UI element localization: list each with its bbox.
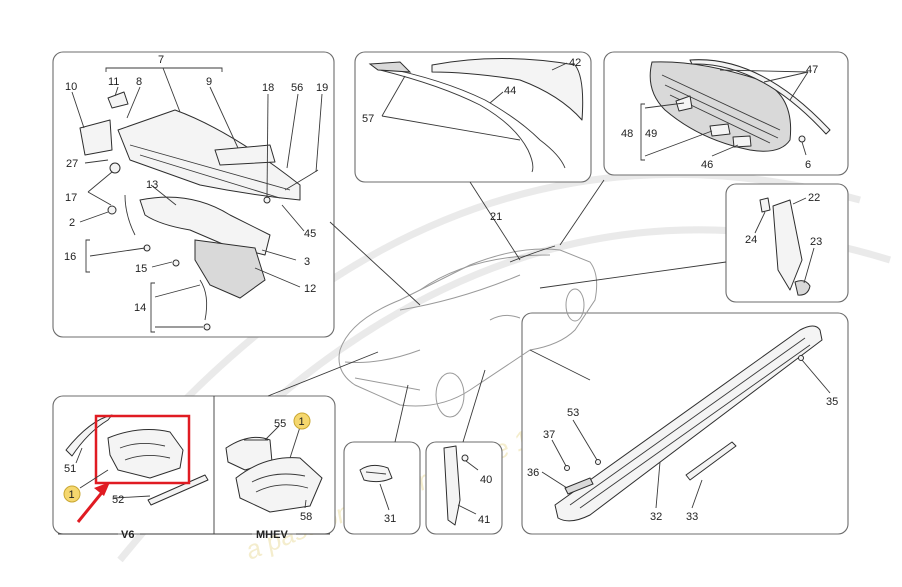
label-10: 10	[65, 81, 77, 93]
engine-cover-labels: 51 52 55 58	[64, 418, 312, 523]
label-48: 48	[621, 128, 633, 140]
badge-mhev: 1	[293, 412, 311, 430]
label-19: 19	[316, 82, 328, 94]
side-skirt-leaders	[541, 359, 831, 509]
label-46: 46	[701, 159, 713, 171]
label-27: 27	[66, 158, 78, 170]
label-23: 23	[810, 236, 822, 248]
label-16: 16	[64, 251, 76, 263]
label-12: 12	[304, 283, 316, 295]
engine-cover-mhev-parts	[225, 436, 323, 513]
panel-cowl	[52, 51, 335, 338]
car-leaders	[267, 179, 727, 443]
cowl-leaders	[71, 67, 323, 333]
label-11: 11	[108, 76, 119, 88]
label-3: 3	[304, 256, 310, 268]
label-15: 15	[135, 263, 147, 275]
badge-v6: 1	[63, 485, 81, 503]
label-49: 49	[645, 128, 657, 140]
label-7: 7	[158, 54, 164, 66]
trim-pillar-labels: 22 24 23	[745, 192, 822, 248]
label-6: 6	[805, 159, 811, 171]
label-13: 13	[146, 179, 158, 191]
panel-part-31	[343, 441, 421, 535]
label-56: 56	[291, 82, 303, 94]
label-8: 8	[136, 76, 142, 88]
part-31: 31	[359, 464, 396, 525]
trim-pillar-leaders	[754, 197, 815, 284]
spoiler-parts	[368, 58, 584, 173]
label-55: 55	[274, 418, 286, 430]
label-36: 36	[527, 467, 539, 479]
label-31: 31	[384, 513, 396, 525]
label-37: 37	[543, 429, 555, 441]
cowl-parts	[79, 91, 319, 331]
spoiler-leaders	[381, 62, 568, 141]
side-skirt-labels: 35 53 37 36 32 33	[527, 396, 838, 523]
label-44: 44	[504, 85, 516, 97]
label-40: 40	[480, 474, 492, 486]
badge-v6-text: 1	[69, 489, 75, 501]
label-33: 33	[686, 511, 698, 523]
label-21: 21	[490, 211, 502, 223]
label-35: 35	[826, 396, 838, 408]
spoiler-labels: 42 44 57	[362, 57, 581, 125]
rear-grille-leaders	[640, 69, 809, 161]
rear-grille-labels: 47 48 49 46 6	[621, 64, 818, 171]
badge-mhev-text: 1	[299, 416, 305, 428]
section-v6: V6	[121, 529, 134, 541]
label-51: 51	[64, 463, 76, 475]
label-52: 52	[112, 494, 124, 506]
label-32: 32	[650, 511, 662, 523]
label-41: 41	[478, 514, 490, 526]
trim-pillar-parts	[759, 197, 811, 296]
label-53: 53	[567, 407, 579, 419]
section-labels: V6 MHEV	[58, 529, 330, 541]
label-42: 42	[569, 57, 581, 69]
engine-cover-leaders	[75, 425, 307, 509]
label-57: 57	[362, 113, 374, 125]
label-22: 22	[808, 192, 820, 204]
label-58: 58	[300, 511, 312, 523]
label-24: 24	[745, 234, 757, 246]
highlight-box	[94, 414, 191, 485]
part-41: 40 41	[443, 445, 492, 526]
red-arrow	[76, 482, 110, 523]
section-mhev: MHEV	[256, 529, 288, 541]
engine-cover-v6-parts	[65, 414, 209, 506]
label-18: 18	[262, 82, 274, 94]
cowl-labels: 7 10 11 8 9 18 56 19 27 17 13 2 16 15 45…	[64, 54, 328, 314]
label-9: 9	[206, 76, 212, 88]
label-47: 47	[806, 64, 818, 76]
side-skirt-parts	[554, 325, 823, 522]
label-2: 2	[69, 217, 75, 229]
label-45: 45	[304, 228, 316, 240]
label-17: 17	[65, 192, 77, 204]
rear-grille-parts	[649, 59, 831, 152]
label-14: 14	[134, 302, 146, 314]
